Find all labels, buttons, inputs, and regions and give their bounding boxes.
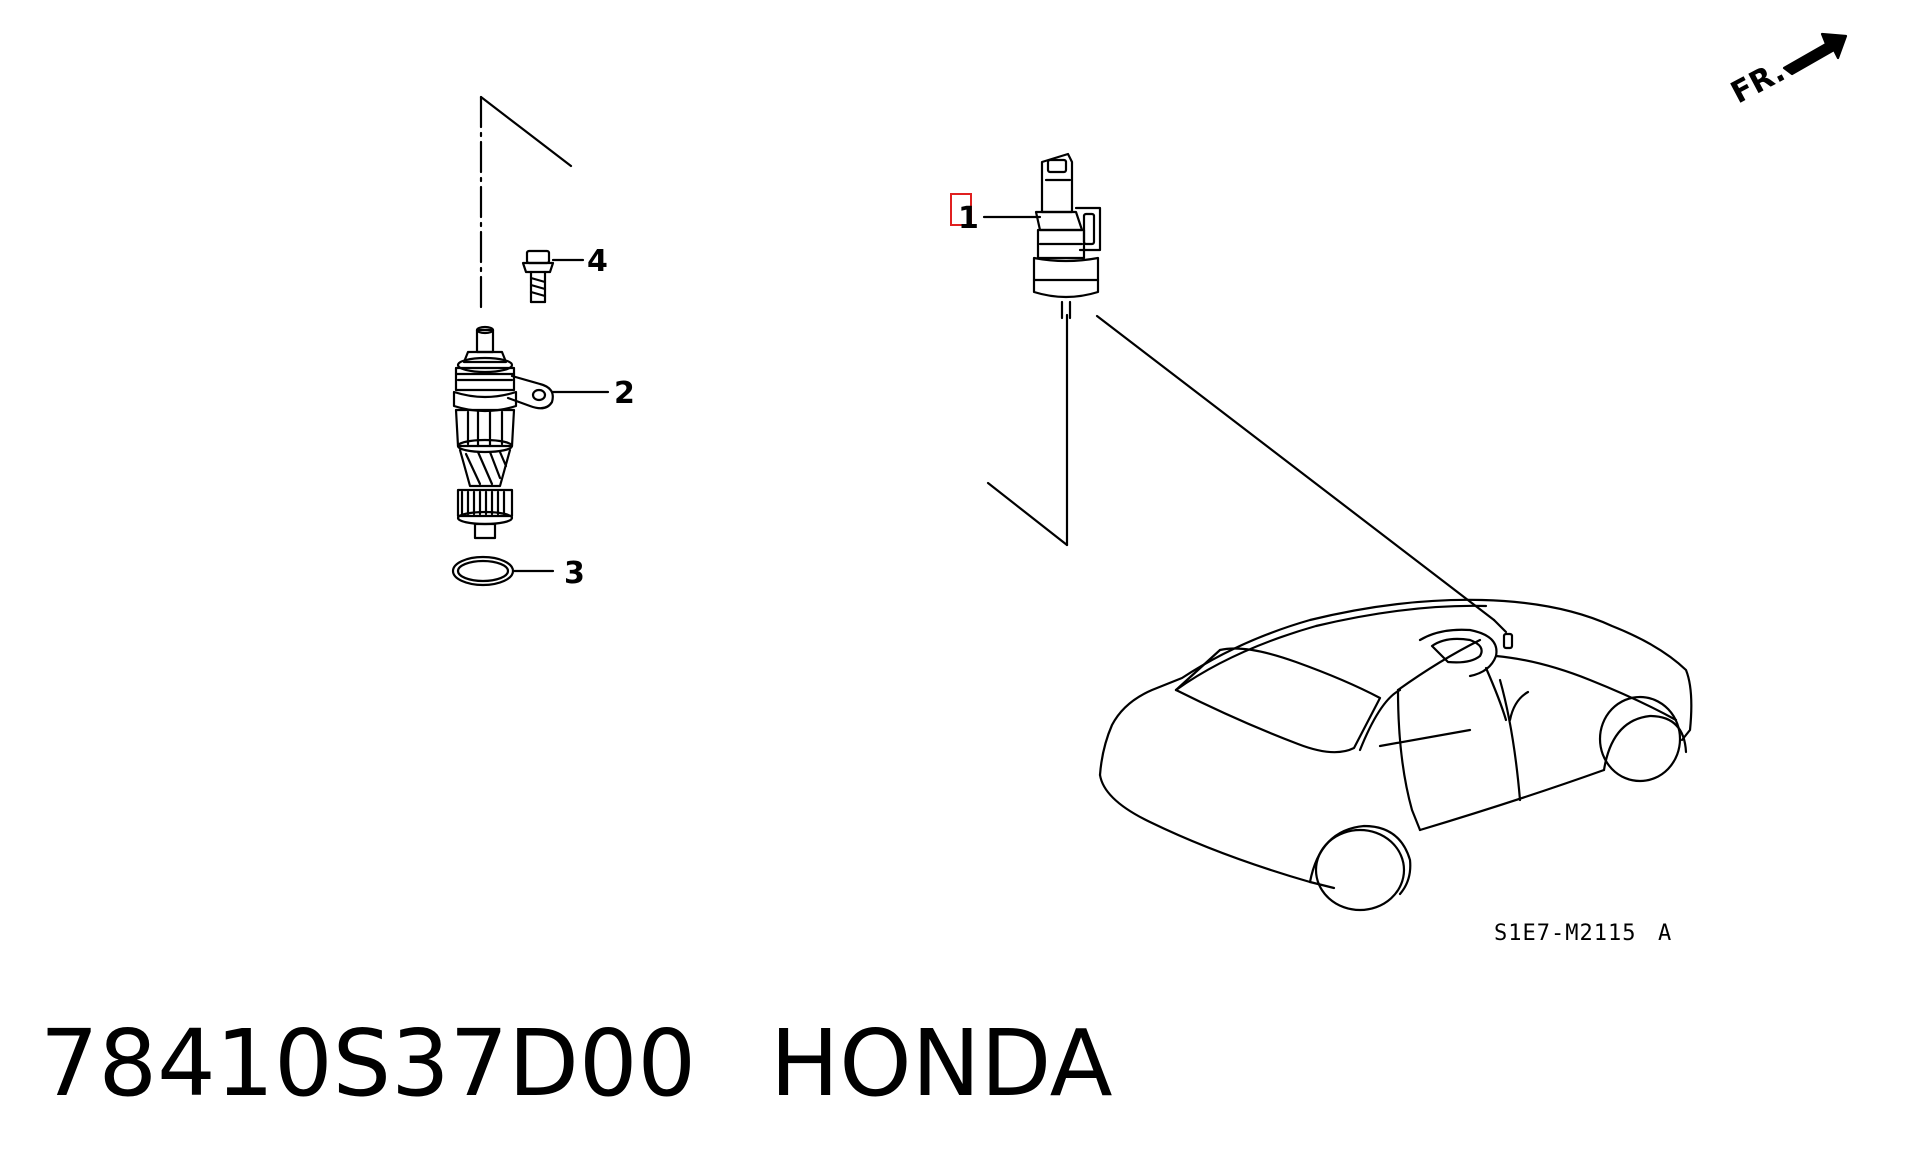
bolt-part-4[interactable] [521, 249, 585, 304]
callout-4[interactable]: 4 [587, 244, 608, 279]
callout-3[interactable]: 3 [564, 556, 585, 591]
callout-1[interactable]: 1 [958, 201, 979, 236]
callout-1-highlight[interactable] [950, 193, 972, 226]
part-number: 78410S37D00 [40, 1010, 697, 1117]
diagram-reference-code: S1E7-M2115 [1494, 921, 1636, 946]
vehicle-speed-sensor-part-1[interactable] [982, 152, 1102, 320]
front-direction-label: FR. [1725, 54, 1790, 111]
diagram-reference-suffix: A [1658, 921, 1672, 946]
front-direction-arrow [1782, 32, 1848, 76]
speed-sensor-gear-part-2[interactable] [452, 325, 610, 540]
left-guide-lines [479, 95, 573, 314]
right-guide-lines [986, 313, 1496, 622]
vehicle-outline [1098, 598, 1693, 912]
callout-2[interactable]: 2 [614, 376, 635, 411]
brand-name: HONDA [770, 1010, 1113, 1117]
o-ring-part-3[interactable] [451, 555, 555, 587]
